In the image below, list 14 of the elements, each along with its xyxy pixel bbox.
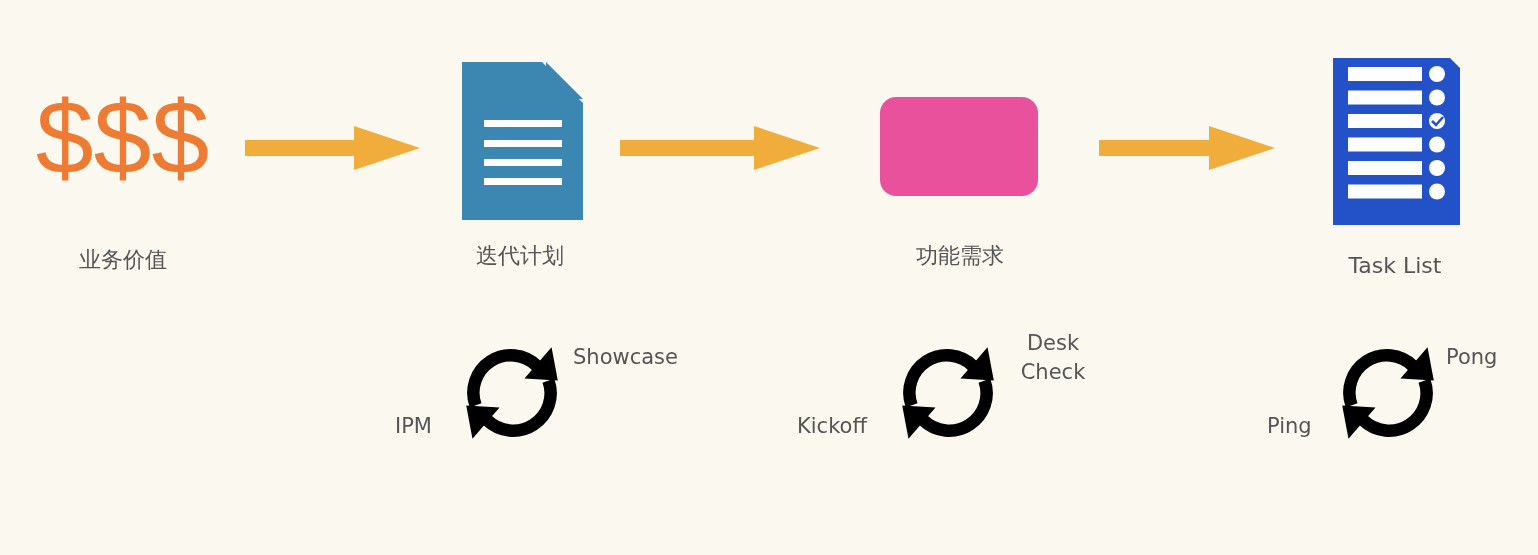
- step-label: Desk Check: [1019, 330, 1087, 386]
- step-label: IPM: [395, 413, 432, 440]
- step-label: Pong: [1446, 344, 1498, 371]
- dollar-sign-icon: $$$: [0, 77, 245, 197]
- node-label: 功能需求: [914, 242, 1005, 270]
- step-label: Kickoff: [797, 413, 867, 440]
- step-label: Showcase: [573, 344, 678, 371]
- node-label: Task List: [1347, 253, 1443, 278]
- node-label: 业务价值: [77, 246, 168, 274]
- node-label: 迭代计划: [475, 242, 565, 270]
- arrow: [1099, 126, 1275, 170]
- arrow: [245, 126, 420, 170]
- arrow: [620, 126, 820, 170]
- step-label: Ping: [1267, 413, 1312, 440]
